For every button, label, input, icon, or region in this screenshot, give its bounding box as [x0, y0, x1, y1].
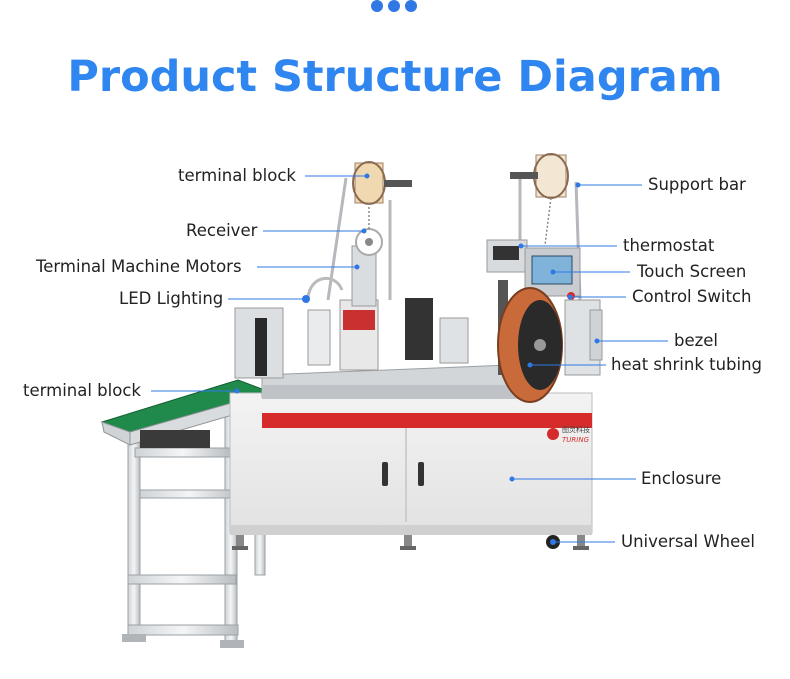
enclosure-body	[229, 392, 593, 535]
leader-dot	[364, 173, 370, 179]
leader-dot	[575, 182, 581, 188]
brand-latin: TURING	[562, 436, 590, 444]
decorative-dots	[371, 0, 421, 14]
left-terminal-unit	[234, 245, 469, 379]
page-title: Product Structure Diagram	[67, 52, 723, 102]
leader-dot	[550, 539, 556, 545]
turing-logo: 图灵科技 TURING	[547, 425, 590, 444]
dot-3	[405, 0, 417, 12]
label-terminal-machine-motors: Terminal Machine Motors	[36, 257, 242, 276]
label-terminal-block-left: terminal block	[23, 381, 141, 400]
wheels	[232, 535, 589, 550]
left-reel-tower	[326, 161, 412, 301]
leader-dot	[361, 228, 367, 234]
tubing-reel	[497, 287, 603, 403]
label-universal-wheel: Universal Wheel	[621, 532, 756, 551]
label-heat-shrink-tubing: heat shrink tubing	[611, 355, 763, 374]
label-terminal-block-top: terminal block	[178, 166, 296, 185]
label-control-switch: Control Switch	[632, 287, 752, 306]
leader-dot	[509, 476, 515, 482]
leader-dot	[518, 243, 524, 249]
leader-dot	[302, 296, 308, 302]
dot-2	[388, 0, 400, 12]
leader-dot	[594, 338, 600, 344]
leader-dot	[550, 269, 556, 275]
leader-lines	[151, 173, 668, 545]
label-enclosure: Enclosure	[641, 469, 722, 488]
label-touch-screen: Touch Screen	[637, 262, 747, 281]
brand-chinese: 图灵科技	[562, 425, 590, 434]
label-receiver: Receiver	[186, 221, 258, 240]
label-thermostat: thermostat	[623, 236, 715, 255]
leader-dot	[354, 264, 360, 270]
dot-1	[371, 0, 383, 12]
worktable	[261, 364, 526, 399]
label-support-bar: Support bar	[648, 175, 746, 194]
led-lamp	[302, 276, 344, 303]
leader-dot	[234, 388, 240, 394]
label-bezel: bezel	[674, 331, 719, 350]
leader-dot	[567, 294, 573, 300]
label-led-lighting: LED Lighting	[119, 289, 224, 308]
leader-dot	[527, 362, 533, 368]
